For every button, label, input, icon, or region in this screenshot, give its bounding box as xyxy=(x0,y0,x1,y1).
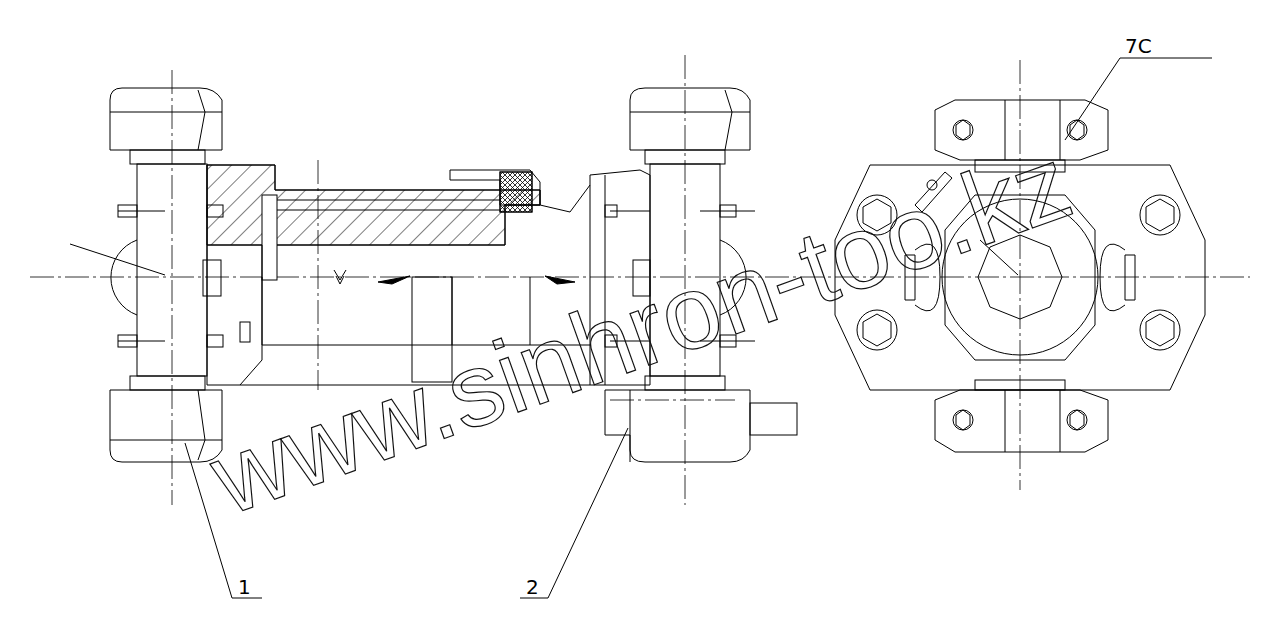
callout-number: 1 xyxy=(238,577,251,597)
callout-number: 7C xyxy=(1125,36,1152,56)
watermark: www.sinhron-too.kz xyxy=(199,129,1083,531)
leader-line xyxy=(185,58,1212,598)
callout-number: 2 xyxy=(526,577,539,597)
